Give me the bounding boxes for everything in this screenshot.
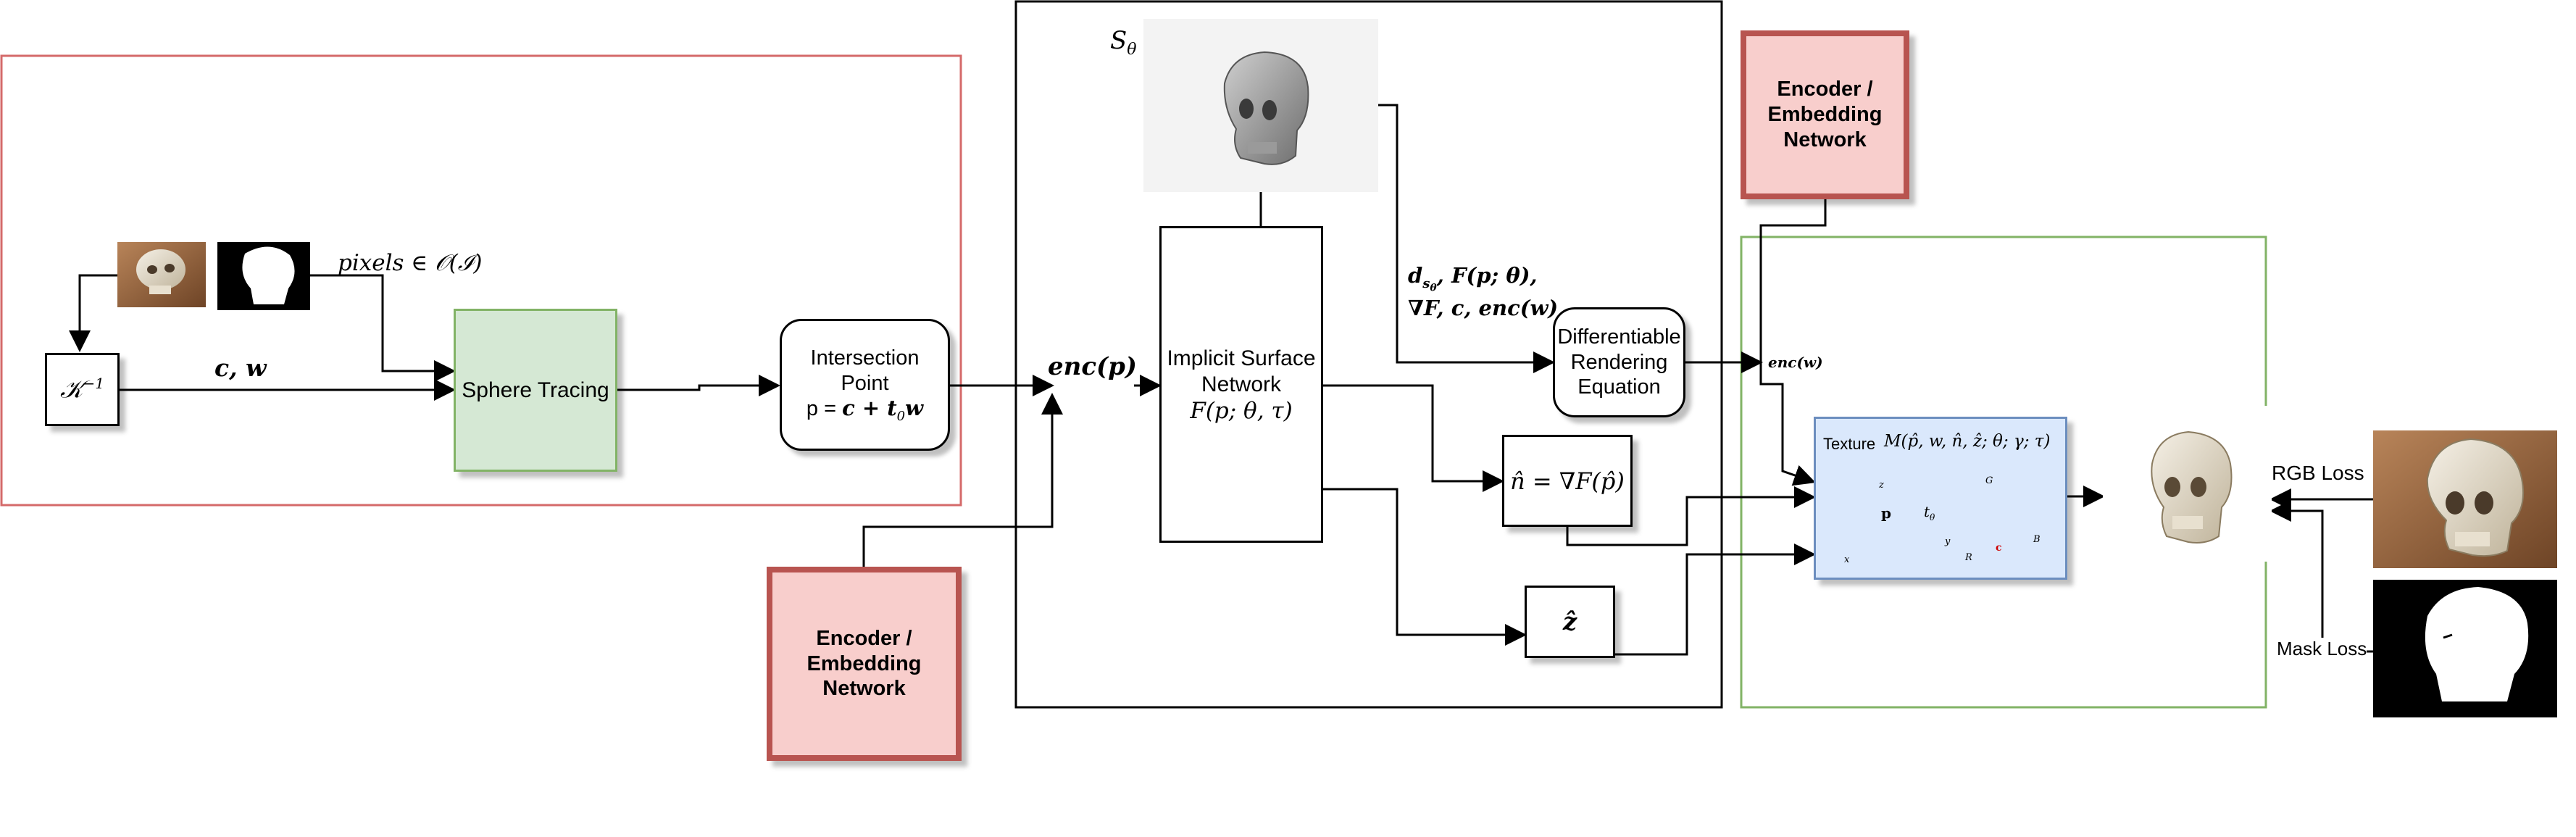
implicit-surface-network-node[interactable]: Implicit Surface Network F(p; θ, τ) — [1159, 226, 1323, 543]
enc-w-label: enc(w) — [1768, 354, 1823, 371]
sphere-tracing-label: Sphere Tracing — [462, 378, 609, 402]
implicit-surface-title: Implicit Surface Network — [1167, 346, 1316, 396]
texture-node[interactable]: Texture M(p̂, w, n̂, ẑ; θ; γ; τ) — [1814, 417, 2067, 580]
edge-mask-to-output — [2269, 500, 2373, 653]
sphere-tracing-node[interactable]: Sphere Tracing — [454, 309, 617, 472]
inset-axis-z: z — [1879, 480, 1884, 491]
intersection-point-title: Intersection Point — [810, 346, 920, 395]
inset-p-label: p — [1881, 504, 1891, 522]
normal-node[interactable]: n̂ = ∇F(p̂) — [1502, 435, 1633, 527]
inset-c-label: c — [1996, 542, 2002, 554]
inset-axis-g: G — [1985, 475, 1993, 486]
encoder-network-top-label: Encoder / Embedding Network — [1767, 78, 1883, 151]
k-inverse-exponent: −1 — [83, 375, 105, 393]
cw-label: c, w — [214, 354, 267, 382]
inset-axis-b: B — [2033, 534, 2041, 545]
input-photo-thumbnail — [117, 242, 206, 307]
edge-sphere-to-intersection — [617, 375, 780, 396]
red-group-frame — [0, 54, 962, 507]
edge-image-to-kinv — [69, 274, 117, 352]
z-hat-label: ẑ — [1562, 607, 1577, 636]
edge-normal-to-texture — [1566, 486, 1816, 546]
edge-encoder-to-texture — [1759, 199, 1827, 486]
enc-p-label: enc(p) — [1048, 352, 1138, 381]
edge-encoder-to-encp — [862, 393, 1063, 567]
edge-implicit-to-z — [1323, 488, 1527, 646]
pixels-label: pixels ∈ 𝒪(ℐ) — [338, 250, 483, 276]
z-hat-node[interactable]: ẑ — [1525, 586, 1615, 658]
target-rgb-image — [2373, 430, 2557, 568]
target-mask-image — [2373, 580, 2557, 717]
k-inverse-node[interactable]: 𝒦−1 — [45, 353, 120, 426]
sdf-outputs-line2: ∇F, c, enc(w) — [1408, 295, 1559, 320]
input-mask-thumbnail — [217, 242, 310, 310]
inset-axis-x: x — [1844, 554, 1850, 565]
edge-mask-to-sphere — [310, 274, 456, 382]
texture-title: Texture — [1823, 435, 1876, 453]
sdf-outputs-line1: dsθ, F(p; θ), — [1408, 263, 1538, 294]
inset-t-label: tθ — [1924, 503, 1935, 522]
encoder-network-bottom-label: Encoder / Embedding Network — [806, 626, 922, 701]
differentiable-rendering-node[interactable]: Differentiable Rendering Equation — [1553, 307, 1685, 417]
edge-implicit-to-normal — [1323, 384, 1504, 492]
edge-mesh-to-render — [1378, 104, 1555, 373]
predicted-render-image — [2103, 406, 2272, 562]
normal-label: n̂ = ∇F(p̂) — [1510, 467, 1625, 495]
differentiable-rendering-label: Differentiable Rendering Equation — [1557, 325, 1681, 399]
mask-loss-label: Mask Loss — [2277, 638, 2367, 660]
k-inverse-symbol: 𝒦 — [59, 375, 83, 404]
mesh-render-image — [1143, 19, 1378, 192]
sdf-outputs-label: dsθ, F(p; θ), ∇F, c, enc(w) — [1408, 262, 1558, 322]
encoder-network-top[interactable]: Encoder / Embedding Network — [1741, 30, 1909, 199]
inset-axis-r: R — [1965, 552, 1972, 563]
edge-z-to-texture — [1615, 544, 1816, 656]
implicit-surface-function: F(p; θ, τ) — [1190, 397, 1293, 424]
rgb-loss-label: RGB Loss — [2272, 462, 2364, 485]
center-group-frame — [1014, 0, 1723, 709]
inset-axis-y: y — [1945, 536, 1951, 547]
encoder-network-bottom[interactable]: Encoder / Embedding Network — [767, 567, 962, 761]
s-theta-label: Sθ — [1110, 26, 1137, 59]
intersection-point-node[interactable]: Intersection Point p = c + t0w — [780, 319, 950, 451]
intersection-point-equation: p = c + t0w — [806, 396, 924, 425]
texture-function: M(p̂, w, n̂, ẑ; θ; γ; τ) — [1884, 432, 2051, 451]
